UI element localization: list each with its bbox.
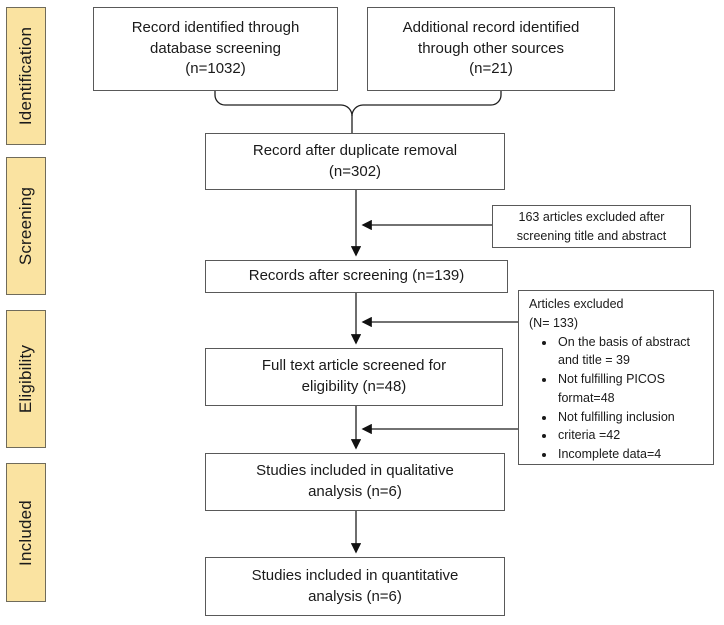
box-included-qualitative: Studies included in qualitative analysis… — [205, 453, 505, 511]
articles-excluded-title: Articles excluded — [529, 297, 624, 311]
stage-included-label: Included — [16, 499, 35, 566]
stage-eligibility-label: Eligibility — [16, 344, 35, 414]
stage-eligibility: Eligibility — [6, 310, 46, 448]
articles-excluded-item: Not fulfilling inclusion — [556, 408, 707, 427]
box-excluded-title-abstract: 163 articles excluded after screening ti… — [492, 205, 691, 248]
box-included-quantitative-label: Studies included in quantitative analysi… — [251, 566, 459, 605]
box-included-quantitative: Studies included in quantitative analysi… — [205, 557, 505, 616]
box-excluded-title-abstract-label: 163 articles excluded after screening ti… — [516, 209, 667, 243]
stage-identification: Identification — [6, 7, 46, 145]
box-included-qualitative-label: Studies included in qualitative analysis… — [256, 462, 454, 500]
merge-brace-connector — [214, 91, 502, 133]
articles-excluded-item: criteria =42 — [556, 426, 707, 445]
exclusion-arrows — [361, 219, 518, 435]
box-records-after-duplicate-removal-label: Record after duplicate removal (n=302) — [252, 141, 458, 180]
box-records-identified-database: Record identified through database scree… — [93, 7, 338, 91]
box-records-identified-other: Additional record identified through oth… — [367, 7, 615, 91]
box-records-after-duplicate-removal: Record after duplicate removal (n=302) — [205, 133, 505, 190]
box-fulltext-screened: Full text article screened for eligibili… — [205, 348, 503, 406]
box-records-identified-other-label: Additional record identified through oth… — [402, 18, 580, 78]
articles-excluded-item: Incomplete data=4 — [556, 445, 707, 464]
stage-screening: Screening — [6, 157, 46, 295]
articles-excluded-list: On the basis of abstract and title = 39 … — [529, 333, 707, 464]
box-records-after-screening: Records after screening (n=139) — [205, 260, 508, 293]
stage-identification-label: Identification — [16, 26, 36, 126]
articles-excluded-count: (N= 133) — [529, 315, 578, 330]
box-fulltext-screened-label: Full text article screened for eligibili… — [261, 357, 447, 395]
box-articles-excluded: Articles excluded (N= 133) On the basis … — [518, 290, 714, 465]
stage-screening-label: Screening — [16, 186, 36, 266]
articles-excluded-item: Not fulfilling PICOS format=48 — [556, 370, 707, 408]
stage-included: Included — [6, 463, 46, 602]
box-records-after-screening-label: Records after screening (n=139) — [248, 267, 465, 285]
articles-excluded-item: On the basis of abstract and title = 39 — [556, 333, 707, 371]
box-records-identified-database-label: Record identified through database scree… — [131, 18, 300, 78]
